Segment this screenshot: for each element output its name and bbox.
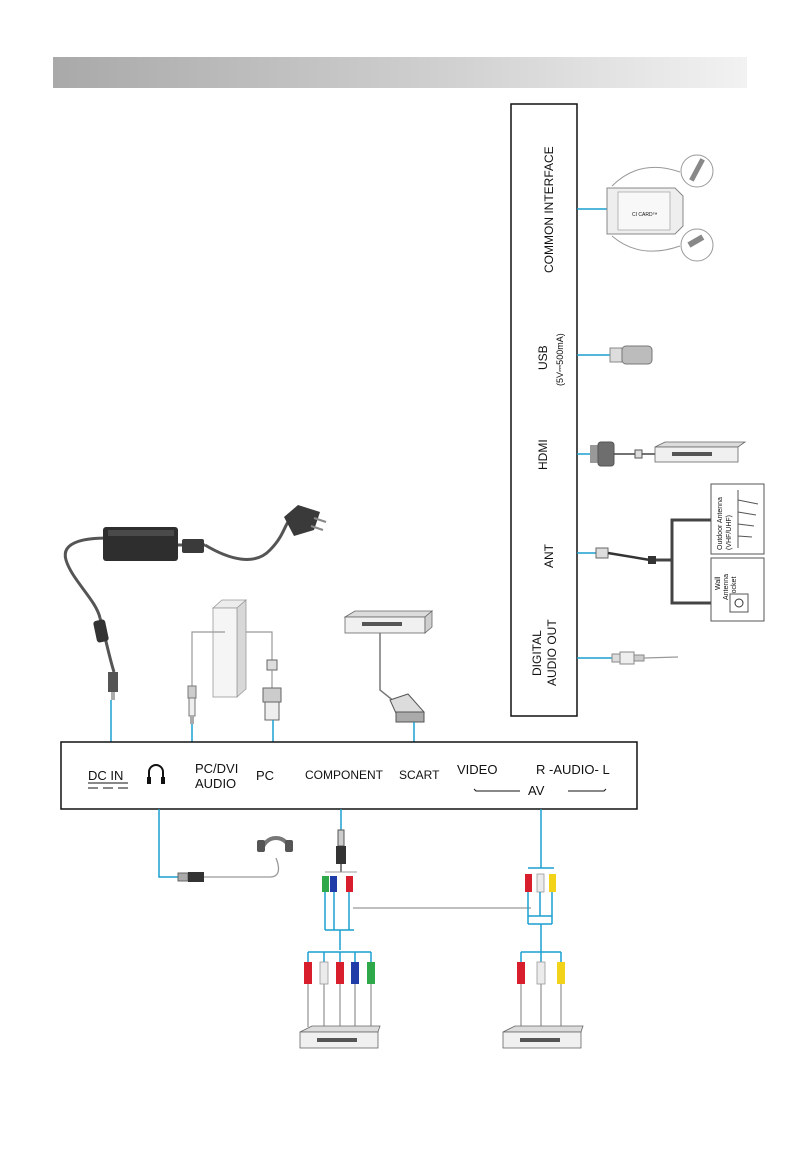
antenna-label: Antenna [723, 574, 730, 600]
hdmi-label: HDMI [536, 439, 550, 470]
dc-in-label: DC IN [88, 768, 123, 783]
usb-label: USB [536, 345, 550, 370]
digital-label: DIGITAL [530, 630, 544, 676]
common-interface-label: COMMON INTERFACE [542, 146, 556, 273]
vhf-uhf-label: (VHF/UHF) [726, 515, 733, 550]
audio-label: R -AUDIO- L [536, 762, 610, 777]
ci-card-module: CI CARD™ [577, 155, 713, 261]
scart-dvd-player [345, 611, 432, 742]
video-label: VIDEO [457, 762, 497, 777]
pc-label: PC [256, 768, 274, 783]
pc-dvi-audio-label: AUDIO [195, 776, 236, 791]
pc-dvi-label: PC/DVI [195, 761, 238, 776]
usb-flash-drive [577, 346, 652, 364]
component-dvd-player [300, 1026, 380, 1048]
scart-label: SCART [399, 768, 440, 782]
optical-cable [577, 652, 678, 664]
wall-label: Wall [715, 576, 722, 590]
usb-spec-label: (5V⎓500mA) [555, 333, 565, 386]
av-dvd-player [503, 1026, 583, 1048]
av-cable [517, 809, 565, 1027]
component-label: COMPONENT [305, 768, 384, 782]
component-cable [304, 809, 531, 1027]
av-label: AV [528, 783, 545, 798]
power-adapter [65, 505, 326, 742]
antenna-connection: Outdoor Antenna (VHF/UHF) Wall Antenna S… [577, 484, 764, 621]
pc-tower [188, 600, 281, 742]
ant-label: ANT [542, 543, 556, 568]
hdmi-device [577, 442, 745, 466]
outdoor-antenna-label: Outdoor Antenna [717, 497, 724, 550]
headphones [159, 809, 293, 882]
audio-out-label: AUDIO OUT [545, 619, 559, 686]
ci-card-text: CI CARD™ [632, 212, 658, 218]
